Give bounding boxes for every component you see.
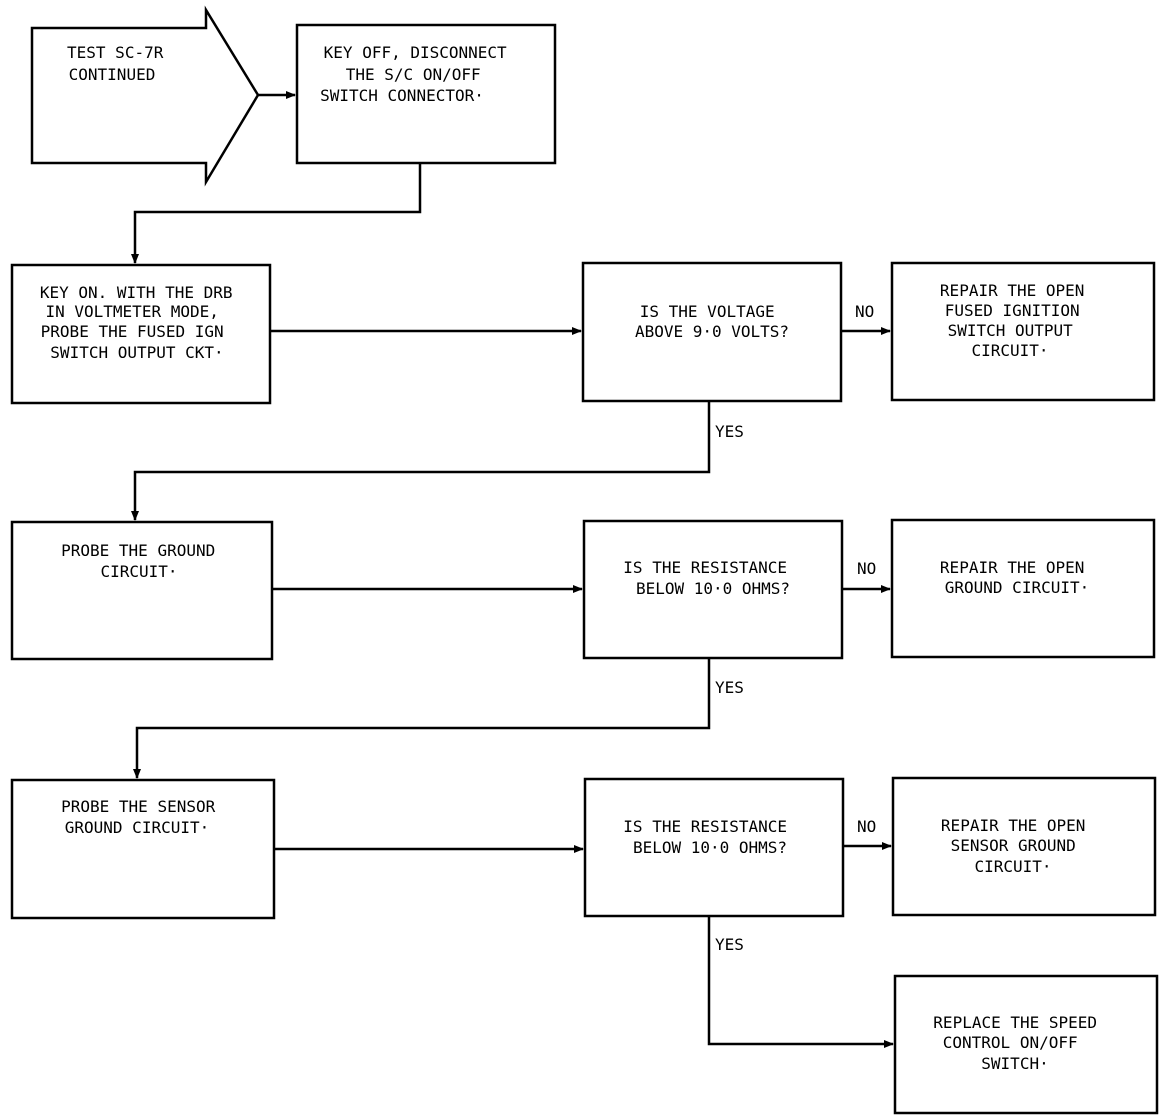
no-label-2: NO [857, 559, 876, 578]
start-node-text: TEST SC-7R CONTINUED [67, 43, 173, 84]
sensor-resistance-question: IS THE RESISTANCE BELOW 10·0 OHMS? [583, 777, 845, 918]
probe-ignition-text: KEY ON. WITH THE DRB IN VOLTMETER MODE, … [40, 283, 242, 362]
connector-q1-yes [131, 401, 711, 521]
probe-ground-text: PROBE THE GROUND CIRCUIT· [61, 541, 225, 581]
start-node: TEST SC-7R CONTINUED [30, 5, 260, 187]
voltage-question-text: IS THE VOLTAGE ABOVE 9·0 VOLTS? [635, 302, 789, 341]
replace-switch-text: REPLACE THE SPEED CONTROL ON/OFF SWITCH· [933, 1013, 1106, 1073]
repair-sensor-ground-text: REPAIR THE OPEN SENSOR GROUND CIRCUIT· [941, 816, 1095, 876]
voltage-question: IS THE VOLTAGE ABOVE 9·0 VOLTS? [581, 261, 843, 403]
ground-resistance-text: IS THE RESISTANCE BELOW 10·0 OHMS? [623, 558, 796, 598]
disconnect-switch-step: KEY OFF, DISCONNECT THE S/C ON/OFF SWITC… [295, 23, 557, 165]
yes-label-1: YES [715, 422, 744, 441]
repair-ignition-text: REPAIR THE OPEN FUSED IGNITION SWITCH OU… [940, 281, 1094, 360]
yes-label-3: YES [715, 935, 744, 954]
repair-ground-result: REPAIR THE OPEN GROUND CIRCUIT· [890, 518, 1156, 659]
repair-sensor-ground-result: REPAIR THE OPEN SENSOR GROUND CIRCUIT· [891, 776, 1157, 917]
repair-ignition-result: REPAIR THE OPEN FUSED IGNITION SWITCH OU… [890, 261, 1156, 402]
probe-sensor-ground-text: PROBE THE SENSOR GROUND CIRCUIT· [61, 797, 225, 837]
replace-switch-result: REPLACE THE SPEED CONTROL ON/OFF SWITCH· [893, 974, 1159, 1115]
no-label-1: NO [855, 302, 874, 321]
connector-q3-yes [707, 916, 894, 1048]
start-line-2: CONTINUED [69, 65, 156, 84]
ground-resistance-question: IS THE RESISTANCE BELOW 10·0 OHMS? [582, 519, 844, 660]
connector-q2-yes [133, 658, 711, 779]
yes-label-2: YES [715, 678, 744, 697]
disconnect-switch-text: KEY OFF, DISCONNECT THE S/C ON/OFF SWITC… [320, 43, 516, 105]
probe-ground-step: PROBE THE GROUND CIRCUIT· [10, 520, 274, 661]
no-label-3: NO [857, 817, 876, 836]
connector-step1-to-step2 [131, 163, 422, 264]
probe-ignition-step: KEY ON. WITH THE DRB IN VOLTMETER MODE, … [10, 263, 272, 405]
start-line-1: TEST SC-7R [67, 43, 164, 62]
probe-sensor-ground-step: PROBE THE SENSOR GROUND CIRCUIT· [10, 778, 276, 920]
sensor-resistance-text: IS THE RESISTANCE BELOW 10·0 OHMS? [623, 817, 796, 857]
repair-ground-text: REPAIR THE OPEN GROUND CIRCUIT· [940, 558, 1094, 597]
